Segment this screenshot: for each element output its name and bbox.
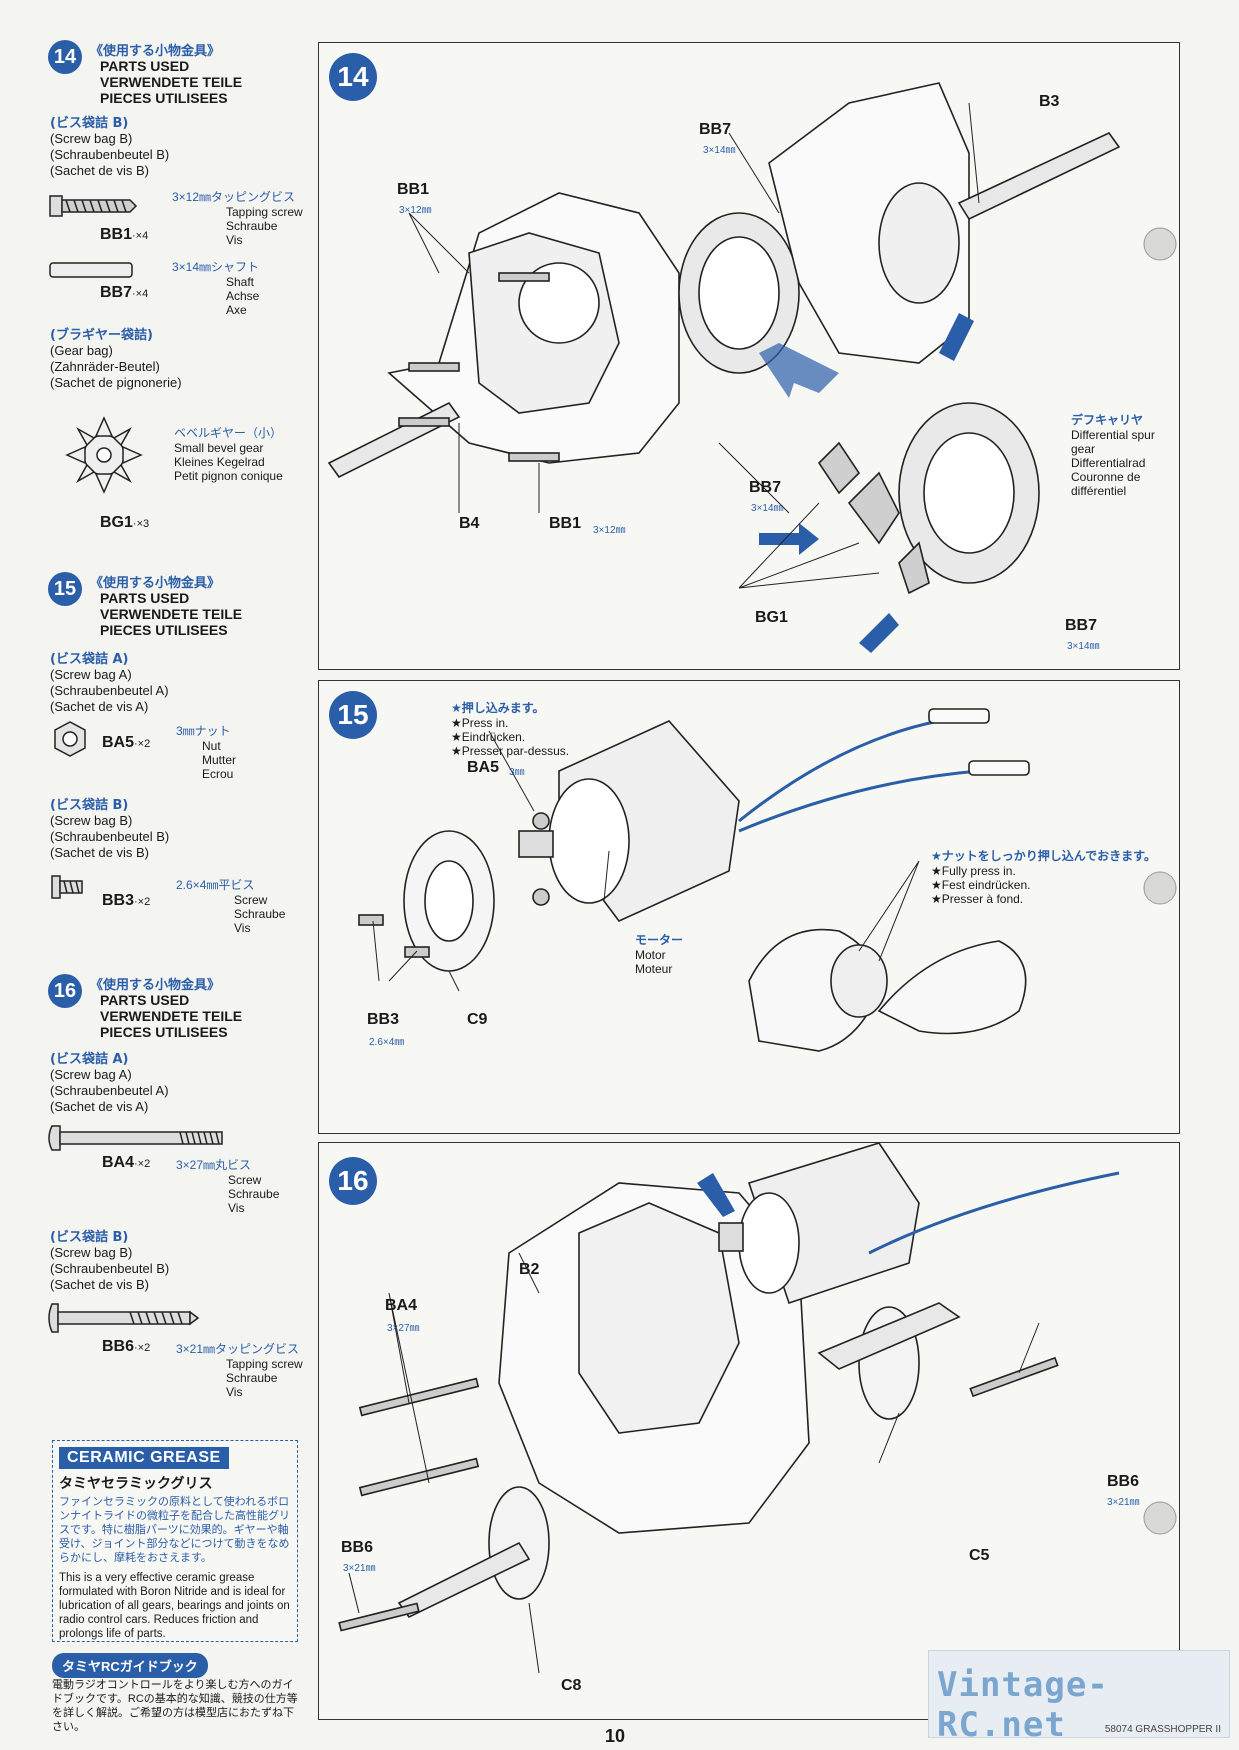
c8-callout: C8 [561, 1677, 582, 1694]
bb3-description: 2.6×4㎜平ビス Screw Schraube Vis [176, 878, 286, 935]
bb6-callout-dim: 3×21㎜ [343, 1563, 376, 1574]
parts-used-title: PARTS USED VERWENDETE TEILE PIECES UTILI… [100, 992, 243, 1040]
parts-used-jp: 《使用する小物金具》 [90, 576, 221, 591]
bb3-callout-dim: 2.6×4㎜ [369, 1037, 405, 1048]
press-in-note: ★押し込みます。 ★Press in. ★Eindrücken. ★Presse… [451, 701, 570, 758]
bb3-screw-icon [51, 875, 83, 899]
step-14-panel: 14 BB7 3×14㎜ B3 BB1 3×12㎜ B4 BB1 3×12㎜ デ… [318, 42, 1180, 670]
bb6-description: 3×21㎜タッピングビス Tapping screw Schraube Vis [176, 1342, 303, 1399]
direction-arrow [759, 343, 839, 398]
bb3-label: BB3·×2 [102, 892, 151, 909]
bb3-callout: BB3 [367, 1011, 400, 1028]
parts-used-title: PARTS USED VERWENDETE TEILE PIECES UTILI… [100, 58, 243, 106]
step-15-badge: 15 [48, 572, 82, 606]
page-number: 10 [605, 1726, 626, 1746]
bb1-callout: BB1 [549, 515, 582, 532]
ba4-label: BA4·×2 [102, 1154, 151, 1171]
bb7-callout-dim: 3×14㎜ [751, 503, 784, 514]
bb7-callout: BB7 [1065, 617, 1098, 634]
ba4-screw-icon [48, 1125, 223, 1151]
screw-bag-a: (ビス袋詰 A) (Screw bag A) (Schraubenbeutel … [50, 1052, 169, 1114]
watermark-subtitle: 58074 GRASSHOPPER II [1104, 1724, 1221, 1735]
ba4-description: 3×27㎜丸ビス Screw Schraube Vis [176, 1158, 280, 1215]
direction-arrow [697, 1173, 735, 1217]
step-15-panel-badge: 15 [329, 691, 377, 739]
motor-label: モーター Motor Moteur [635, 933, 684, 976]
bb1-label: BB1·×4 [100, 226, 149, 243]
bb7-callout: BB7 [749, 479, 782, 496]
parts-used-title: PARTS USED VERWENDETE TEILE PIECES UTILI… [100, 590, 243, 638]
b3-callout: B3 [1039, 93, 1060, 110]
step-16-illustration [338, 1143, 1120, 1674]
bb1-callout: BB1 [397, 181, 430, 198]
ceramic-grease-box: CERAMIC GREASE タミヤセラミックグリス ファインセラミックの原料と… [52, 1440, 298, 1642]
direction-arrow [939, 313, 974, 361]
bg1-bevel-gear-icon [65, 416, 143, 494]
sidebar-part-illustrations [48, 195, 223, 1333]
bb6-callout-dim: 3×21㎜ [1107, 1497, 1140, 1508]
watermark: Vintage-RC.net 58074 GRASSHOPPER II [928, 1650, 1230, 1745]
bb7-label: BB7·×4 [100, 284, 149, 301]
screw-bag-a: (ビス袋詰 A) (Screw bag A) (Schraubenbeutel … [50, 652, 169, 714]
ceramic-grease-jp-title: タミヤセラミックグリス [59, 1476, 213, 1492]
bb7-callout-dim: 3×14㎜ [1067, 641, 1100, 652]
watermark-text: Vintage-RC.net [937, 1665, 1109, 1745]
gear-bag: (ブラギヤー袋詰) (Gear bag) (Zahnräder-Beutel) … [50, 328, 182, 390]
bb6-label: BB6·×2 [102, 1338, 151, 1355]
bb6-callout: BB6 [341, 1539, 374, 1556]
ba4-callout-dim: 3×27㎜ [387, 1323, 420, 1334]
rc-guidebook-body: 電動ラジオコントロールをより楽しむ方へのガイドブックです。RCの基本的な知識、競… [52, 1679, 298, 1733]
bb1-description: 3×12㎜タッピングビス Tapping screw Schraube Vis [172, 190, 303, 247]
parts-used-jp: 《使用する小物金具》 [90, 44, 221, 59]
ceramic-grease-title: CERAMIC GREASE [59, 1447, 229, 1469]
screw-bag-b: (ビス袋詰 B) (Screw bag B) (Schraubenbeutel … [50, 116, 170, 178]
ceramic-grease-jp-body: ファインセラミックの原料として使われるボロンナイトライドの微粒子を配合した高性能… [59, 1496, 290, 1564]
direction-arrow [859, 613, 899, 653]
bb6-screw-icon [48, 1303, 200, 1333]
step-15-panel: 15 ★押し込みます。 ★Press in. ★Eindrücken. ★Pre… [318, 680, 1180, 1134]
c9-callout: C9 [467, 1011, 488, 1028]
bb7-shaft-icon [49, 262, 133, 278]
bb1-screw-icon [49, 195, 138, 217]
bb6-callout: BB6 [1107, 1473, 1140, 1490]
fully-press-in-note: ★ナットをしっかり押し込んでおきます。 ★Fully press in. ★Fe… [931, 849, 1156, 906]
bb1-callout-dim: 3×12㎜ [399, 205, 432, 216]
step-14-illustration [327, 82, 1121, 653]
ba5-nut-icon [54, 721, 86, 757]
ba5-label: BA5·×2 [102, 734, 151, 751]
ba5-callout-dim: 3㎜ [509, 767, 525, 778]
differential-label: デフキャリヤ Differential spur gear Differenti… [1071, 413, 1155, 498]
parts-sidebar: 14 《使用する小物金具》 PARTS USED VERWENDETE TEIL… [0, 0, 315, 1750]
bb7-callout-dim: 3×14㎜ [703, 145, 736, 156]
step-16-badge: 16 [48, 974, 82, 1008]
bg1-label: BG1·×3 [100, 514, 150, 531]
ba5-callout: BA5 [467, 759, 500, 776]
step-16-panel: 16 B2 BA4 3×27㎜ BB6 3×21㎜ BB6 3×21㎜ C5 C… [318, 1142, 1180, 1720]
step-14-panel-badge: 14 [329, 53, 377, 101]
step-16-panel-badge: 16 [329, 1157, 377, 1205]
bg1-description: ベベルギヤー（小） Small bevel gear Kleines Kegel… [174, 426, 283, 483]
bb1-callout-dim: 3×12㎜ [593, 525, 626, 536]
bg1-callout: BG1 [755, 609, 788, 626]
b2-callout: B2 [519, 1261, 540, 1278]
b4-callout: B4 [459, 515, 480, 532]
ba4-callout: BA4 [385, 1297, 418, 1314]
direction-arrow [759, 523, 819, 555]
step-14-badge: 14 [48, 40, 82, 74]
bb7-description: 3×14㎜シャフト Shaft Achse Axe [172, 260, 260, 317]
rc-guidebook-title: タミヤRCガイドブック [52, 1653, 208, 1678]
screw-bag-b: (ビス袋詰 B) (Screw bag B) (Schraubenbeutel … [50, 1230, 170, 1292]
ceramic-grease-en-body: This is a very effective ceramic grease … [59, 1572, 290, 1640]
c5-callout: C5 [969, 1547, 990, 1564]
parts-used-jp: 《使用する小物金具》 [90, 978, 221, 993]
step-15-illustration [358, 708, 1030, 1052]
ba5-description: 3㎜ナット Nut Mutter Ecrou [176, 724, 237, 781]
screw-bag-b: (ビス袋詰 B) (Screw bag B) (Schraubenbeutel … [50, 798, 170, 860]
bb7-callout: BB7 [699, 121, 732, 138]
